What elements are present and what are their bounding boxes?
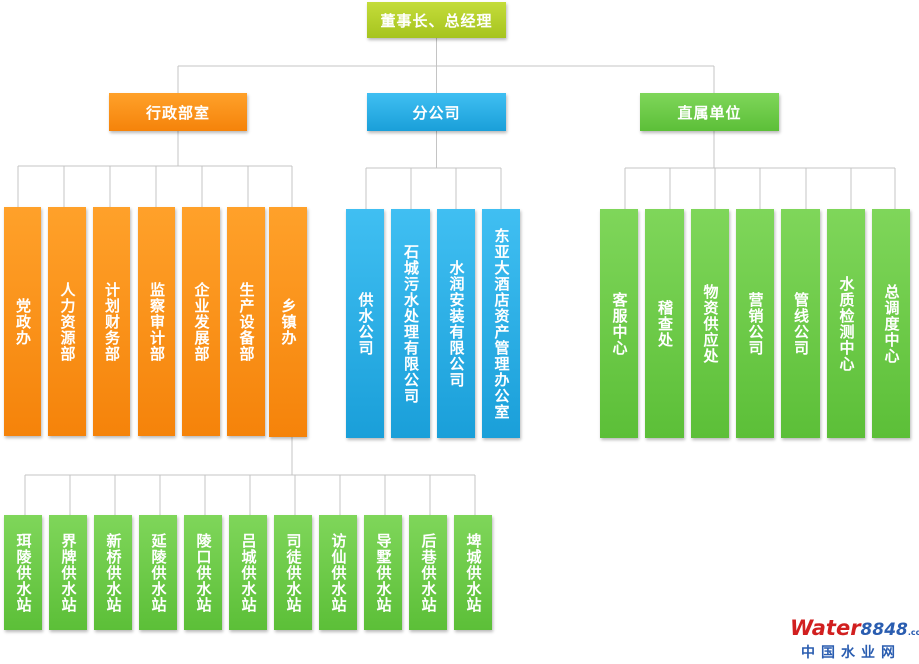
group-node-label: 分公司: [412, 103, 461, 122]
station-node: 导墅供水站: [364, 515, 402, 630]
unit-node: 营销公司: [736, 209, 774, 438]
station-node-label: 吕城供水站: [239, 532, 258, 613]
dept-node: 生产设备部: [227, 207, 265, 436]
dept-node-label: 乡镇办: [279, 298, 298, 346]
group-node-branch: 分公司: [367, 93, 506, 131]
top-node-label: 董事长、总经理: [380, 11, 493, 30]
dept-node-label: 生产设备部: [237, 281, 256, 362]
branch-node: 水润安装有限公司: [437, 209, 475, 438]
unit-node: 管线公司: [781, 209, 820, 438]
group-node-direct: 直属单位: [640, 93, 779, 131]
watermark-number: 8848: [860, 620, 908, 640]
station-node: 后巷供水站: [409, 515, 447, 630]
dept-node: 企业发展部: [182, 207, 220, 436]
station-node-label: 珥陵供水站: [14, 532, 33, 613]
station-node-label: 后巷供水站: [419, 532, 438, 613]
station-node-label: 司徒供水站: [284, 532, 303, 613]
branch-node-label: 石城污水处理有限公司: [402, 243, 420, 404]
station-node: 延陵供水站: [139, 515, 177, 630]
dept-node: 计划财务部: [93, 207, 130, 436]
unit-node-label: 总调度中心: [882, 283, 901, 364]
group-node-admin: 行政部室: [109, 93, 247, 131]
station-node: 新桥供水站: [94, 515, 132, 630]
unit-node-label: 营销公司: [746, 291, 765, 356]
station-node-label: 新桥供水站: [104, 532, 123, 613]
branch-node: 供水公司: [346, 209, 384, 438]
station-node-label: 埤城供水站: [464, 532, 483, 613]
station-node: 司徒供水站: [274, 515, 312, 630]
watermark-subtitle: 中国水业网: [801, 645, 901, 661]
station-node: 吕城供水站: [229, 515, 267, 630]
station-node-label: 延陵供水站: [149, 532, 168, 613]
dept-node-label: 计划财务部: [103, 281, 121, 362]
branch-node-label: 供水公司: [356, 291, 375, 356]
branch-node: 石城污水处理有限公司: [391, 209, 430, 438]
dept-node: 监察审计部: [138, 207, 175, 436]
watermark-brand-text: Water: [790, 616, 861, 640]
dept-node-label: 党政办: [14, 297, 32, 346]
group-node-label: 直属单位: [677, 103, 742, 122]
dept-node-label: 监察审计部: [148, 281, 166, 362]
station-node: 陵口供水站: [184, 515, 222, 630]
unit-node: 水质检测中心: [827, 209, 865, 438]
station-node: 访仙供水站: [319, 515, 357, 630]
unit-node-label: 管线公司: [792, 291, 810, 356]
unit-node-label: 水质检测中心: [837, 275, 856, 372]
unit-node: 客服中心: [600, 209, 638, 438]
station-node: 珥陵供水站: [4, 515, 42, 630]
dept-node: 党政办: [4, 207, 41, 436]
top-node: 董事长、总经理: [367, 2, 506, 38]
group-node-label: 行政部室: [145, 103, 210, 122]
station-node-label: 陵口供水站: [194, 532, 213, 613]
dept-node-township: 乡镇办: [269, 207, 307, 437]
unit-node-label: 客服中心: [610, 291, 629, 356]
dept-node-label: 企业发展部: [192, 281, 211, 362]
station-node-label: 访仙供水站: [329, 532, 348, 613]
unit-node: 总调度中心: [872, 209, 910, 438]
watermark-logo: Water8848.com 中国水业网: [790, 616, 919, 662]
branch-node-label: 东亚大酒店资产管理办公室: [492, 227, 511, 420]
station-node-label: 界牌供水站: [59, 532, 78, 613]
unit-node-label: 稽查处: [656, 299, 674, 348]
unit-node: 物资供应处: [691, 209, 729, 438]
watermark-suffix: .com: [907, 628, 919, 637]
branch-node-label: 水润安装有限公司: [447, 259, 466, 388]
station-node: 界牌供水站: [49, 515, 87, 630]
dept-node-label: 人力资源部: [58, 281, 77, 362]
dept-node: 人力资源部: [48, 207, 86, 436]
branch-node: 东亚大酒店资产管理办公室: [482, 209, 520, 438]
unit-node-label: 物资供应处: [701, 283, 720, 364]
watermark-brand: Water8848.com: [790, 616, 919, 644]
station-node: 埤城供水站: [454, 515, 492, 630]
station-node-label: 导墅供水站: [374, 532, 393, 613]
unit-node: 稽查处: [645, 209, 684, 438]
